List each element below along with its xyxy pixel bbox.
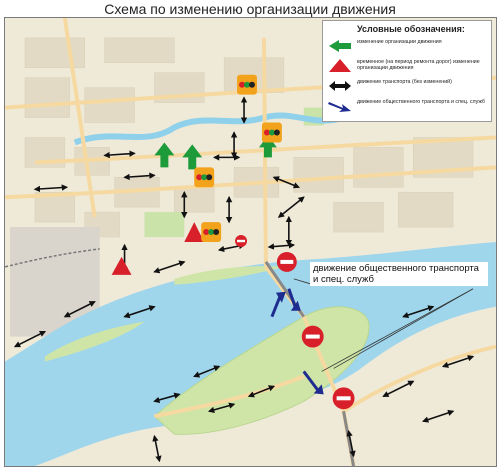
legend-item-text: движение транспорта (без изменений) [357, 79, 452, 85]
small-river [73, 112, 345, 146]
red-arrow-icon [329, 59, 351, 72]
island-small-left [44, 321, 145, 362]
green-arrows [154, 135, 277, 170]
city-map [4, 17, 497, 467]
legend-title: Условные обозначения: [357, 24, 465, 34]
legend-item-text: изменение организации движения [357, 39, 442, 45]
green-arrow-icon [329, 40, 351, 52]
black-double-arrow-icon [329, 81, 351, 91]
traffic-light-icons [194, 74, 282, 242]
legend: Условные обозначения: изменение организа… [322, 20, 492, 122]
blue-arrows [270, 288, 324, 395]
city-blocks [24, 37, 474, 238]
legend-item-text: временное (на период ремонта дорог) изме… [357, 59, 480, 72]
park-area [144, 212, 185, 238]
railway [5, 248, 100, 268]
legend-item-text: движение общественного транспорта и спец… [357, 99, 485, 105]
map-title: Схема по изменению организации движения [104, 1, 396, 17]
island-small-top [174, 266, 284, 285]
no-entry-signs [235, 235, 355, 410]
blue-arrow-icon [328, 102, 351, 112]
public-transport-callout: движение общественного транспорта и спец… [310, 262, 488, 286]
traffic-arrows [13, 96, 475, 463]
red-warning-signs [111, 222, 205, 275]
